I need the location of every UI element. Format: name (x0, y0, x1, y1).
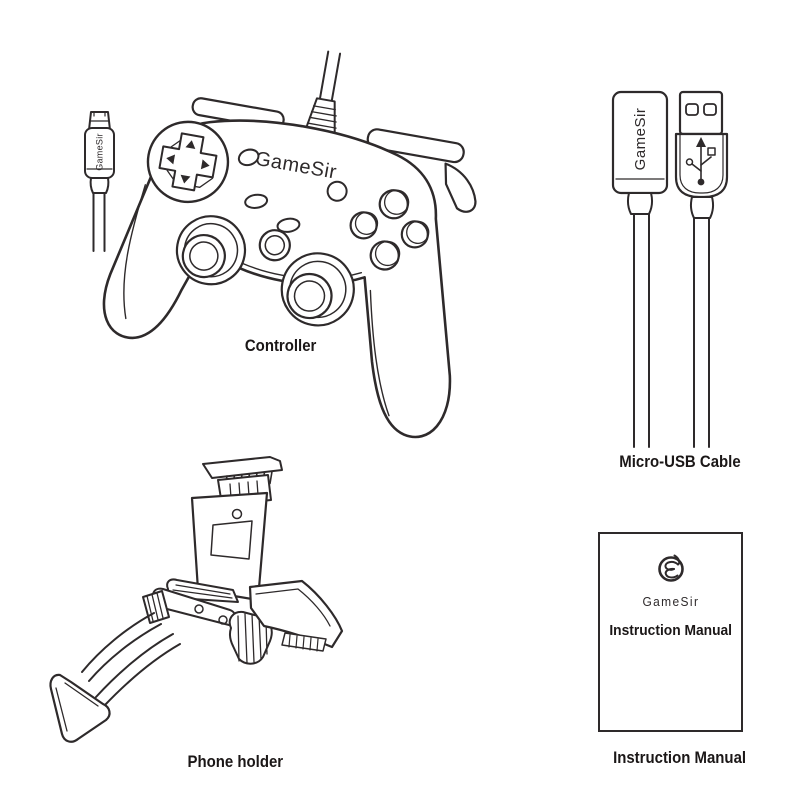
face-buttons (349, 189, 430, 271)
upper-tube (81, 612, 162, 682)
usb-a-hole (703, 103, 717, 116)
left-stick (175, 215, 247, 286)
hinge-bolt (218, 615, 228, 625)
cable-right-wire (693, 217, 710, 448)
usb-cable-caption: Micro-USB Cable (619, 452, 741, 471)
right-stick (280, 252, 355, 327)
manual-cover-brand: GameSir (642, 594, 699, 609)
right-arm (248, 579, 344, 649)
plug-strain-relief (89, 177, 110, 194)
plug-cable (92, 192, 106, 252)
phone-holder-illustration (49, 456, 344, 743)
gamesir-logo-icon (657, 554, 684, 582)
dpad-up-arrow (185, 140, 196, 149)
manual-cover-title: Instruction Manual (609, 622, 732, 639)
select-button (244, 193, 269, 209)
controller-illustration: GameSir (102, 50, 477, 439)
hinge-bolt (194, 604, 204, 614)
cable-left-wire (633, 213, 650, 448)
start-button (276, 217, 301, 233)
lower-tube (95, 633, 181, 707)
clip-top-bar (202, 456, 283, 479)
phone-holder-caption: Phone holder (187, 752, 283, 771)
dpad-down-arrow (180, 174, 191, 184)
plug-brand-text: GameSir (95, 133, 105, 171)
usb-trident-icon (685, 137, 716, 186)
right-shoulder-button (366, 128, 465, 164)
strain-relief (689, 196, 715, 219)
cable-brand-text: GameSir (632, 108, 649, 171)
plate-hole (231, 508, 243, 520)
usb-cable-illustration: GameSir (611, 90, 729, 448)
right-shoulder-hook (444, 162, 477, 213)
strain-relief (626, 192, 654, 215)
turbo-button (237, 148, 260, 167)
usb-a-hole (685, 103, 699, 116)
foot-pad (49, 673, 111, 743)
center-ring (258, 229, 291, 262)
dpad-right-arrow (200, 159, 210, 170)
controller-plug-illustration: GameSir (84, 111, 115, 252)
instruction-manual-caption: Instruction Manual (613, 748, 747, 767)
dpad-cross (158, 132, 218, 192)
instruction-manual-cover: GameSir Instruction Manual (598, 532, 743, 732)
controller-cable (318, 50, 342, 104)
dpad-left-arrow (166, 154, 176, 165)
home-button (326, 180, 348, 202)
controller-caption: Controller (245, 336, 317, 355)
